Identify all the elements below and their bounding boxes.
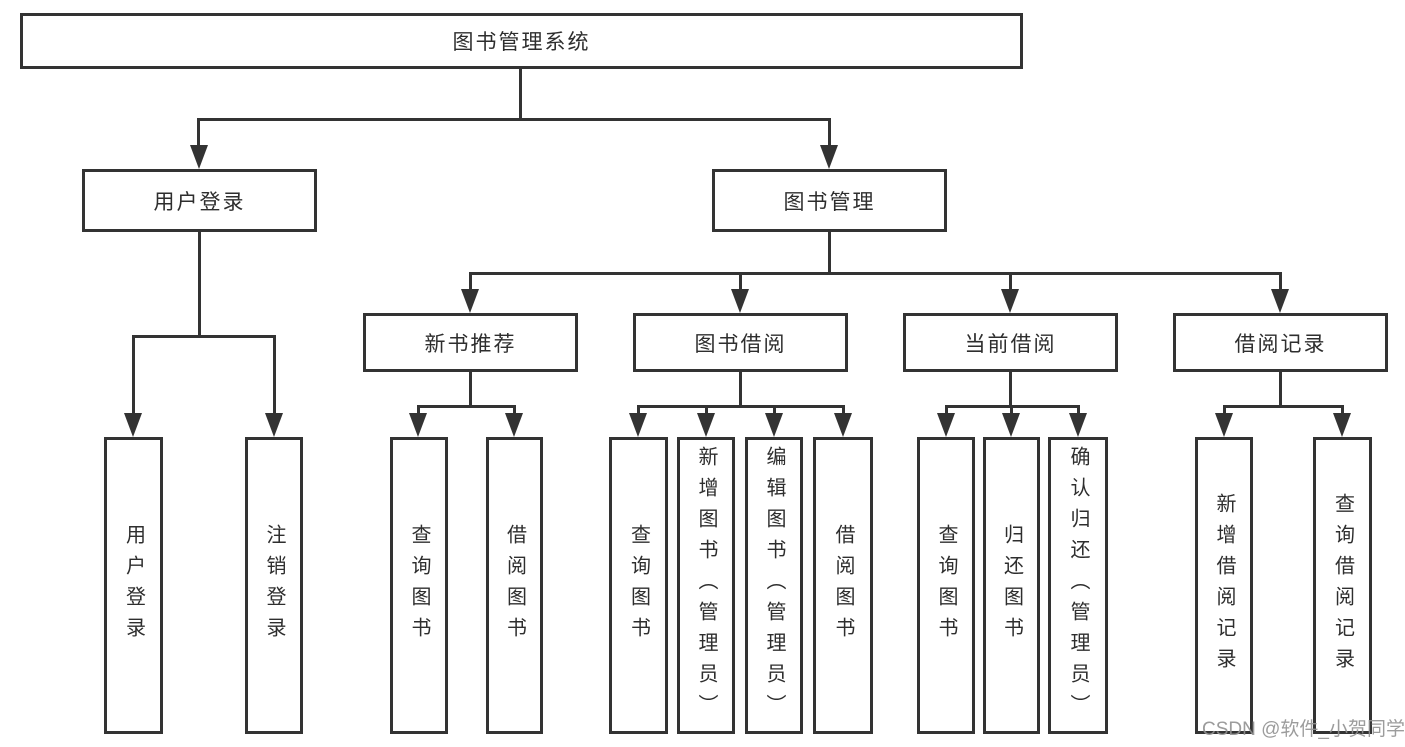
watermark: CSDN @软件_小贺同学	[1202, 719, 1405, 740]
connector-book-management-stem	[828, 232, 831, 275]
leaf-add-book-admin: 新增图书（管理员）	[677, 437, 735, 734]
node-label: 图书借阅	[694, 332, 787, 356]
connector-book-borrow-stem	[739, 372, 742, 408]
arrowhead-leaf-borrow-books-b	[834, 413, 852, 437]
node-new-book-recommend: 新书推荐	[363, 313, 578, 372]
connector-borrow-records-bus	[1223, 405, 1344, 408]
leaf-label: 查询借阅记录	[1331, 492, 1354, 679]
arrowhead-leaf-query-books-b	[629, 413, 647, 437]
arrowhead-leaf-logout	[265, 413, 283, 437]
leaf-return-book: 归还图书	[983, 437, 1040, 734]
arrowhead-leaf-add-book	[697, 413, 715, 437]
arrowhead-borrow-records	[1271, 289, 1289, 313]
leaf-label: 注销登录	[263, 523, 285, 648]
connector-leaf-add-book-drop	[705, 405, 708, 417]
connector-leaf-user-login-drop	[132, 335, 135, 417]
leaf-label: 归还图书	[1000, 523, 1023, 648]
leaf-label: 查询图书	[408, 523, 430, 648]
connector-user-login-drop	[197, 118, 200, 150]
leaf-label: 查询图书	[627, 523, 650, 648]
node-user-login: 用户登录	[82, 169, 317, 232]
leaf-borrow-books-borrow: 借阅图书	[813, 437, 873, 734]
connector-borrow-records-stem	[1279, 372, 1282, 408]
node-library-management-system: 图书管理系统	[20, 13, 1023, 69]
connector-book-borrow-drop	[739, 272, 742, 293]
leaf-label: 借阅图书	[503, 523, 526, 648]
arrowhead-leaf-query-record	[1333, 413, 1351, 437]
leaf-user-login: 用户登录	[104, 437, 163, 734]
node-book-management: 图书管理	[712, 169, 947, 232]
connector-leaf-query-books-c-drop	[945, 405, 948, 417]
connector-leaf-query-books-a-drop	[417, 405, 420, 417]
node-label: 当前借阅	[964, 332, 1057, 356]
connector-book-management-bus	[469, 272, 1282, 275]
connector-leaf-query-books-b-drop	[637, 405, 640, 417]
connector-leaf-add-record-drop	[1223, 405, 1226, 417]
connector-book-borrow-bus	[637, 405, 845, 408]
connector-current-borrow-drop	[1009, 272, 1012, 293]
node-label: 图书管理系统	[452, 31, 591, 54]
connector-leaf-return-book-drop	[1010, 405, 1013, 417]
leaf-borrow-books-recommend: 借阅图书	[486, 437, 543, 734]
connector-leaf-logout-drop	[273, 335, 276, 417]
arrowhead-leaf-add-record	[1215, 413, 1233, 437]
leaf-label: 用户登录	[122, 523, 145, 648]
connector-leaf-edit-book-drop	[773, 405, 776, 417]
leaf-edit-book-admin: 编辑图书（管理员）	[745, 437, 803, 734]
leaf-label: 借阅图书	[832, 523, 854, 648]
arrowhead-book-management	[820, 145, 838, 169]
connector-leaf-confirm-return-drop	[1077, 405, 1080, 417]
connector-new-book-drop	[469, 272, 472, 293]
arrowhead-leaf-query-books-c	[937, 413, 955, 437]
leaf-logout: 注销登录	[245, 437, 303, 734]
node-borrow-records: 借阅记录	[1173, 313, 1388, 372]
connector-current-borrow-stem	[1009, 372, 1012, 408]
leaf-label: 编辑图书（管理员）	[763, 446, 785, 725]
connector-user-login-stem	[198, 232, 201, 338]
arrowhead-current-borrow	[1001, 289, 1019, 313]
leaf-label: 新增借阅记录	[1213, 492, 1235, 679]
arrowhead-book-borrow	[731, 289, 749, 313]
leaf-label: 查询图书	[935, 523, 957, 648]
connector-user-login-bus	[132, 335, 276, 338]
leaf-query-books-recommend: 查询图书	[390, 437, 448, 734]
node-label: 借阅记录	[1234, 332, 1327, 356]
arrowhead-leaf-confirm-return	[1069, 413, 1087, 437]
node-label: 新书推荐	[424, 332, 517, 356]
arrowhead-new-book-recommend	[461, 289, 479, 313]
node-label: 图书管理	[783, 190, 876, 214]
leaf-query-borrow-record: 查询借阅记录	[1313, 437, 1372, 734]
node-label: 用户登录	[153, 190, 246, 214]
connector-borrow-records-drop	[1279, 272, 1282, 293]
connector-root-stem	[519, 69, 522, 121]
arrowhead-leaf-query-books-a	[409, 413, 427, 437]
arrowhead-leaf-user-login	[124, 413, 142, 437]
arrowhead-leaf-edit-book	[765, 413, 783, 437]
connector-new-book-bus	[417, 405, 516, 408]
connector-root-bus	[198, 118, 831, 121]
arrowhead-user-login	[190, 145, 208, 169]
leaf-label: 新增图书（管理员）	[695, 446, 717, 725]
connector-book-management-drop	[828, 118, 831, 150]
arrowhead-leaf-return-book	[1002, 413, 1020, 437]
connector-leaf-query-record-drop	[1341, 405, 1344, 417]
node-book-borrow: 图书借阅	[633, 313, 848, 372]
leaf-confirm-return-admin: 确认归还（管理员）	[1048, 437, 1108, 734]
leaf-query-books-current: 查询图书	[917, 437, 975, 734]
leaf-label: 确认归还（管理员）	[1067, 446, 1089, 725]
leaf-query-books-borrow: 查询图书	[609, 437, 668, 734]
connector-leaf-borrow-books-b-drop	[842, 405, 845, 417]
connector-leaf-borrow-books-a-drop	[513, 405, 516, 417]
connector-new-book-stem	[469, 372, 472, 408]
node-current-borrow: 当前借阅	[903, 313, 1118, 372]
arrowhead-leaf-borrow-books-a	[505, 413, 523, 437]
leaf-add-borrow-record: 新增借阅记录	[1195, 437, 1253, 734]
